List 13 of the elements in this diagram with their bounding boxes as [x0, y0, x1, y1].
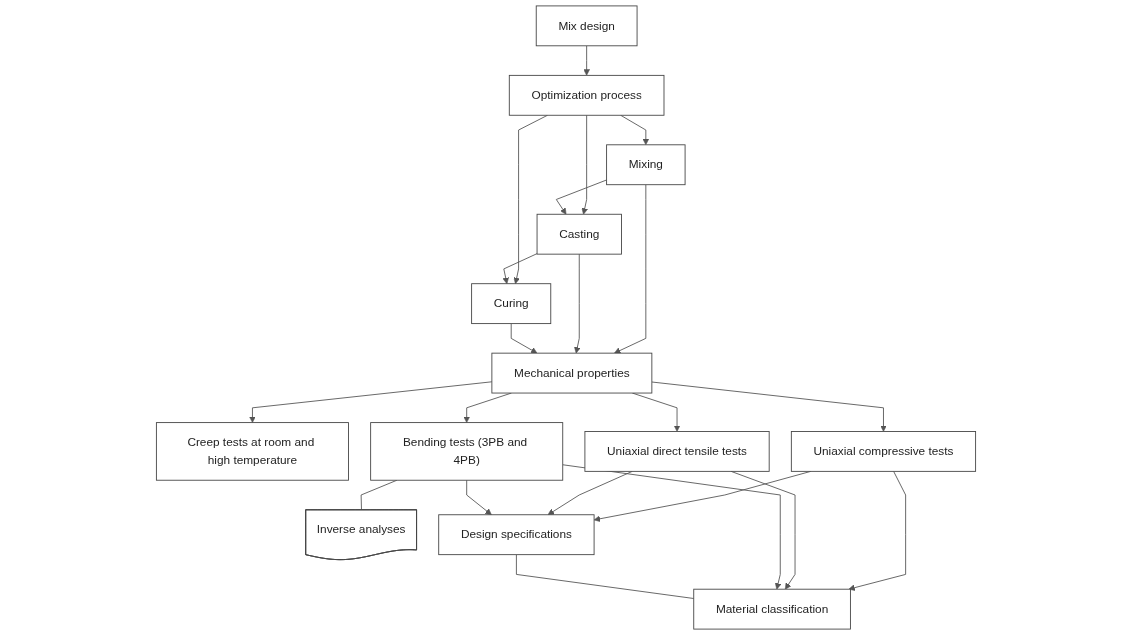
node-box: Bending tests (3PB and 4PB)	[370, 422, 564, 481]
node-box: Mixing	[606, 144, 686, 186]
connector	[515, 554, 695, 599]
node-box: Uniaxial compressive tests	[790, 431, 977, 472]
node-box: Material classification	[693, 588, 851, 630]
node-box: Optimization process	[508, 74, 665, 116]
node-box: Curing	[471, 283, 552, 325]
node-box: Creep tests at room and high temperature	[155, 422, 349, 481]
node-box: Mechanical properties	[491, 352, 653, 394]
node-box: Uniaxial direct tensile tests	[584, 431, 770, 472]
node-box: Mix design	[535, 5, 638, 47]
node-box: Design specifications	[438, 514, 595, 556]
node-box: Casting	[536, 213, 622, 255]
